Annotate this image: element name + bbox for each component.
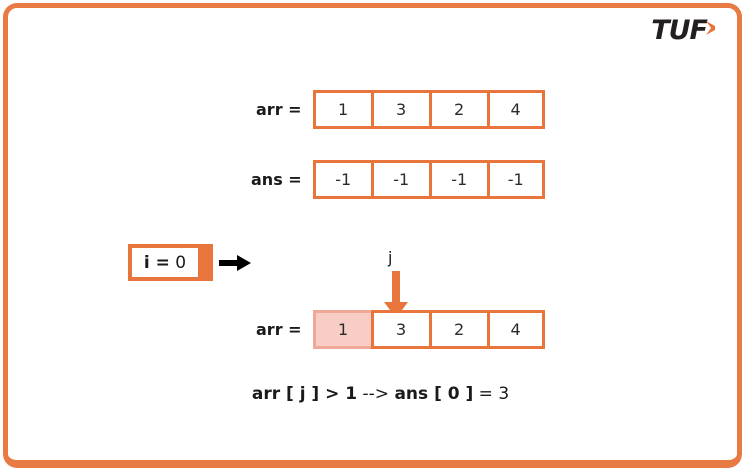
array-cells-ans: -1 -1 -1 -1: [312, 160, 545, 199]
chevron-right-icon: [706, 20, 717, 35]
array-cell: -1: [486, 160, 545, 199]
array-row-arr-bottom: arr = 1 3 2 4: [256, 310, 545, 349]
pointer-i-group: i = 0: [128, 244, 251, 281]
array-label-ans: ans =: [251, 170, 302, 189]
tuf-logo-text: TUF: [651, 15, 708, 46]
array-cell: -1: [370, 160, 429, 199]
array-cells-arr-bottom: 1 3 2 4: [312, 310, 545, 349]
caption-part-assign-value: = 3: [473, 384, 510, 404]
caption-part-condition: arr [ j ] > 1: [251, 384, 358, 404]
pointer-i-accent-bar: [202, 244, 213, 281]
array-cell: 1: [312, 90, 371, 129]
caption-part-arrow: -->: [357, 384, 395, 404]
array-label-arr-top: arr =: [256, 100, 302, 119]
array-cell: 2: [428, 310, 487, 349]
pointer-i-label: i =: [143, 252, 170, 273]
caption-part-assign-target: ans [ 0 ]: [394, 384, 474, 404]
slide-frame: TUF arr = 1 3 2 4 ans = -1 -1 -1: [3, 3, 742, 468]
array-cell: 2: [428, 90, 487, 129]
array-cell: 4: [486, 310, 545, 349]
caption-text: arr [ j ] > 1 --> ans [ 0 ] = 3: [8, 384, 745, 404]
arrow-right-icon: [219, 254, 251, 272]
array-cell: -1: [312, 160, 371, 199]
array-cells-arr-top: 1 3 2 4: [312, 90, 545, 129]
pointer-i-value: 0: [175, 252, 187, 273]
array-cell: 3: [370, 90, 429, 129]
array-cell-highlighted: 1: [312, 310, 371, 349]
array-row-arr-top: arr = 1 3 2 4: [256, 90, 545, 129]
tuf-logo: TUF: [651, 17, 717, 44]
array-cell: 4: [486, 90, 545, 129]
array-cell: -1: [428, 160, 487, 199]
pointer-i-box: i = 0: [128, 244, 202, 281]
array-label-arr-bottom: arr =: [256, 320, 302, 339]
array-cell: 3: [370, 310, 429, 349]
pointer-j-label: j: [388, 248, 393, 267]
array-row-ans: ans = -1 -1 -1 -1: [251, 160, 545, 199]
